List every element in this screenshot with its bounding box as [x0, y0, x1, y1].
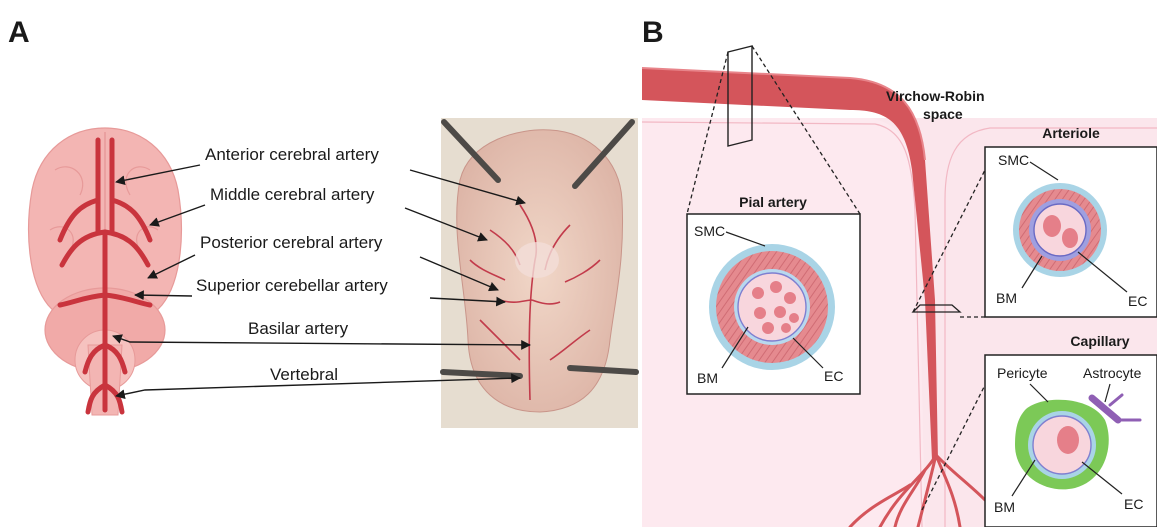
capillary-astrocyte-label: Astrocyte	[1083, 365, 1142, 381]
pial-artery-title: Pial artery	[739, 194, 807, 210]
capillary-pericyte-label: Pericyte	[997, 365, 1048, 381]
arteriole-bm-label: BM	[996, 290, 1017, 306]
panel-b-letter: B	[642, 16, 664, 49]
capillary-bm-label: BM	[994, 499, 1015, 515]
brain-illustration	[29, 128, 182, 415]
label-vertebral: Vertebral	[270, 365, 338, 384]
arteriole-box: Arteriole SMC BM EC	[985, 125, 1157, 317]
arteriole-ec-label: EC	[1128, 293, 1147, 309]
vr-space-line2: space	[923, 106, 963, 122]
capillary-title: Capillary	[1070, 333, 1129, 349]
pial-artery-box: Pial artery SMC BM EC	[687, 194, 860, 394]
arteriole-title: Arteriole	[1042, 125, 1100, 141]
arteriole-smc-label: SMC	[998, 152, 1029, 168]
pial-ec-label: EC	[824, 368, 843, 384]
capillary-box: Capillary Pericyte Astrocyte BM EC	[985, 333, 1157, 527]
pial-bm-label: BM	[697, 370, 718, 386]
label-middle-cerebral-artery: Middle cerebral artery	[210, 185, 375, 204]
label-anterior-cerebral-artery: Anterior cerebral artery	[205, 145, 379, 164]
brain-photo	[441, 118, 638, 428]
pial-smc-label: SMC	[694, 223, 725, 239]
arrow-superior-left	[135, 295, 192, 296]
label-posterior-cerebral-artery: Posterior cerebral artery	[200, 233, 383, 252]
label-basilar-artery: Basilar artery	[248, 319, 349, 338]
label-superior-cerebellar-artery: Superior cerebellar artery	[196, 276, 388, 295]
panel-a-letter: A	[8, 16, 30, 49]
capillary-ec-label: EC	[1124, 496, 1143, 512]
vr-space-line1: Virchow-Robin	[886, 88, 985, 104]
